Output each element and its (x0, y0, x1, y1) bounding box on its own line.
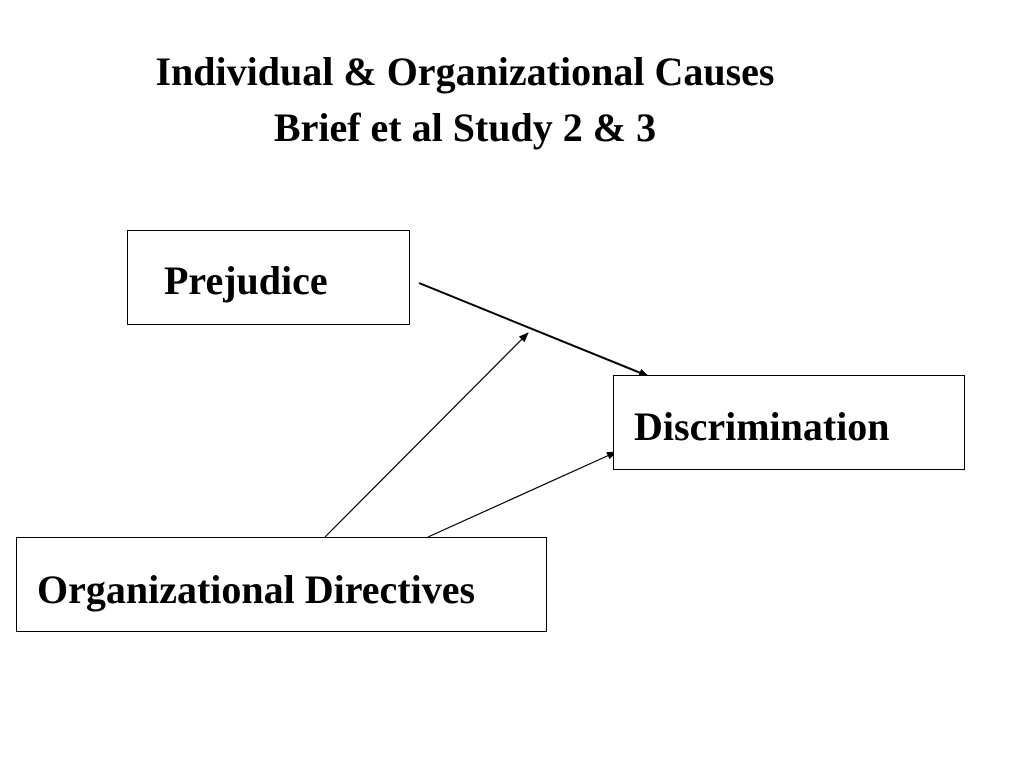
arrow-directives-moderating-path (324, 332, 529, 538)
organizational-directives-box: Organizational Directives (16, 537, 547, 632)
arrow-prejudice-to-discrimination (418, 282, 649, 377)
slide-title: Individual & Organizational Causes Brief… (0, 44, 930, 156)
discrimination-box: Discrimination (613, 375, 965, 470)
title-line-2: Brief et al Study 2 & 3 (273, 105, 657, 150)
arrow-directives-to-discrimination (427, 451, 617, 538)
prejudice-box: Prejudice (127, 230, 410, 325)
discrimination-label: Discrimination (634, 404, 890, 449)
prejudice-label: Prejudice (164, 258, 328, 303)
organizational-directives-label: Organizational Directives (37, 567, 476, 612)
title-line-1: Individual & Organizational Causes (155, 49, 775, 94)
